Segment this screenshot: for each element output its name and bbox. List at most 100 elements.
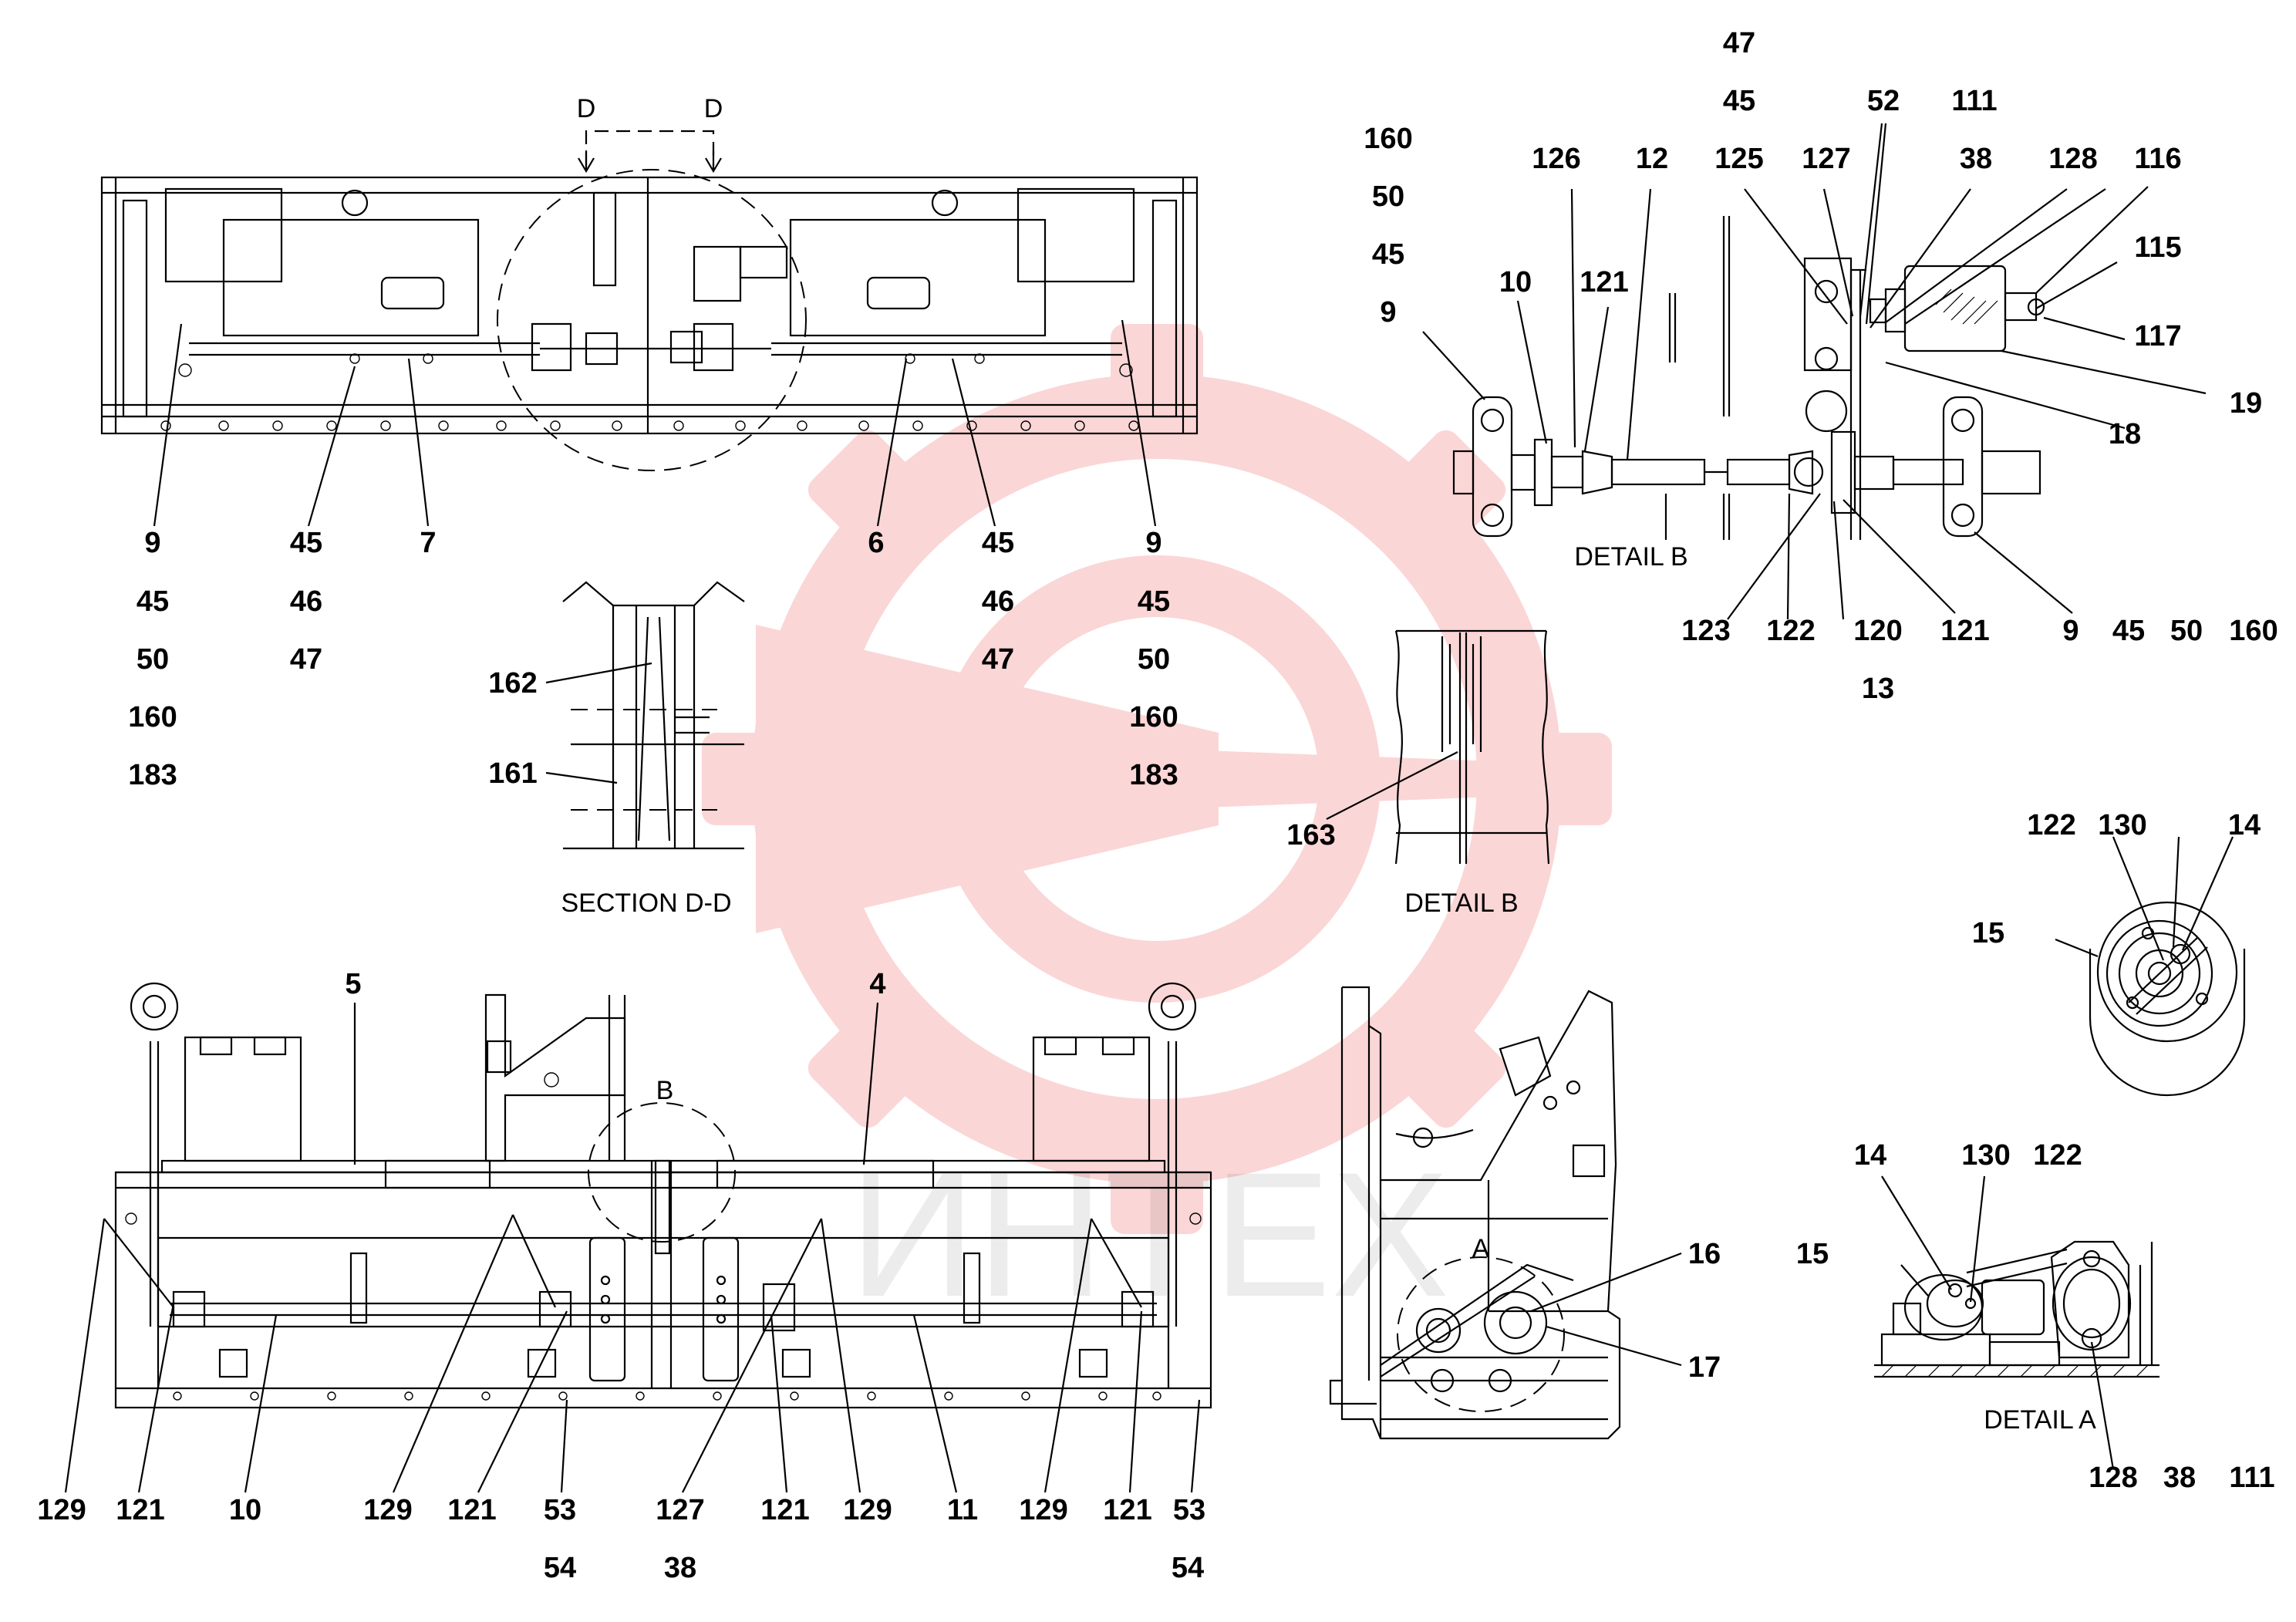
section-mark-d-left: D	[577, 94, 596, 123]
caption-section-dd: SECTION D-D	[561, 889, 732, 918]
svg-text:111: 111	[1951, 85, 1997, 117]
watermark-logo	[702, 324, 1612, 1234]
detail-a: 14 130 122 15 128 38 111 DETAIL A	[1796, 1139, 2275, 1494]
svg-text:52: 52	[1867, 85, 1900, 117]
svg-text:6: 6	[868, 527, 884, 559]
callout-162: 162	[488, 667, 537, 700]
svg-text:9: 9	[1145, 527, 1161, 559]
svg-text:121: 121	[1940, 615, 1989, 647]
svg-text:122: 122	[2033, 1139, 2082, 1172]
svg-text:18: 18	[2109, 418, 2141, 450]
svg-text:7: 7	[420, 527, 436, 559]
detail-b-large-callouts: 160 50 45 9 47 45 126 12 10 121 125 127 …	[1364, 27, 2277, 705]
svg-text:183: 183	[128, 759, 177, 791]
svg-text:121: 121	[760, 1494, 809, 1526]
svg-text:121: 121	[116, 1494, 164, 1526]
detail-b-large: 160 50 45 9 47 45 126 12 10 121 125 127 …	[1364, 27, 2277, 705]
svg-text:116: 116	[2134, 143, 2181, 175]
section-dd-circle	[497, 169, 807, 471]
svg-text:46: 46	[290, 585, 322, 618]
svg-text:5: 5	[345, 968, 361, 1000]
section-mark-d-right: D	[704, 94, 723, 123]
svg-text:50: 50	[1138, 643, 1170, 676]
svg-text:121: 121	[447, 1494, 496, 1526]
callout-163: 163	[1286, 819, 1335, 851]
svg-text:14: 14	[2228, 809, 2261, 841]
svg-text:123: 123	[1681, 615, 1730, 647]
svg-text:50: 50	[2170, 615, 2203, 647]
side-view: A 16 17	[1329, 986, 1721, 1440]
svg-text:125: 125	[1714, 143, 1763, 175]
svg-text:160: 160	[1364, 123, 1412, 155]
svg-text:9: 9	[144, 527, 160, 559]
svg-text:45: 45	[290, 527, 322, 559]
caption-detail-a: DETAIL A	[1984, 1405, 2096, 1435]
svg-text:11: 11	[947, 1494, 978, 1526]
detail-b-small: 163 DETAIL B	[1286, 629, 1550, 918]
svg-text:53: 53	[1173, 1494, 1205, 1526]
caption-detail-b-small: DETAIL B	[1404, 889, 1518, 918]
svg-text:38: 38	[664, 1552, 696, 1584]
svg-text:46: 46	[982, 585, 1014, 618]
caption-detail-b-large: DETAIL B	[1574, 542, 1687, 572]
svg-text:45: 45	[1372, 238, 1404, 271]
detail-b-circle	[588, 1102, 736, 1243]
svg-text:183: 183	[1129, 759, 1178, 791]
svg-text:9: 9	[1380, 296, 1396, 329]
svg-text:45: 45	[2112, 615, 2145, 647]
svg-text:45: 45	[1138, 585, 1170, 618]
callout-17: 17	[1688, 1351, 1721, 1384]
callout-16: 16	[1688, 1238, 1721, 1270]
watermark-text: ИНТЕХ	[849, 1135, 1450, 1334]
callout-161: 161	[488, 757, 537, 790]
detail-a-hatching	[1881, 1364, 2149, 1378]
svg-text:13: 13	[1862, 673, 1894, 705]
svg-text:38: 38	[1960, 143, 1992, 175]
svg-text:54: 54	[544, 1552, 576, 1584]
svg-text:122: 122	[1766, 615, 1815, 647]
detail-a-circle	[1397, 1256, 1565, 1412]
svg-text:160: 160	[128, 701, 177, 733]
detail-b-hatching	[1935, 288, 1998, 325]
svg-text:54: 54	[1172, 1552, 1204, 1584]
svg-text:10: 10	[1499, 266, 1532, 298]
circle-mark-b: B	[656, 1076, 674, 1105]
circle-mark-a: A	[1472, 1234, 1490, 1263]
svg-text:121: 121	[1103, 1494, 1151, 1526]
svg-text:129: 129	[363, 1494, 412, 1526]
svg-text:14: 14	[1854, 1139, 1886, 1172]
section-dd-view: 162 161 SECTION D-D	[488, 581, 745, 918]
top-view: D D 9 45 50 160 183 45 46 47 7 6 45 46 4…	[100, 94, 1199, 791]
svg-text:53: 53	[544, 1494, 576, 1526]
svg-text:15: 15	[1796, 1238, 1829, 1270]
svg-text:127: 127	[1802, 143, 1850, 175]
svg-text:15: 15	[1972, 917, 2004, 949]
svg-text:126: 126	[1532, 143, 1580, 175]
svg-text:128: 128	[2089, 1462, 2137, 1494]
svg-text:4: 4	[869, 968, 885, 1000]
round-view: 122 130 14 15	[1972, 809, 2261, 1097]
top-view-callouts: 9 45 50 160 183 45 46 47 7 6 45 46 47 9 …	[128, 527, 1178, 791]
svg-text:160: 160	[2229, 615, 2277, 647]
svg-text:10: 10	[229, 1494, 261, 1526]
svg-text:45: 45	[137, 585, 169, 618]
svg-text:117: 117	[2134, 320, 2181, 352]
svg-text:129: 129	[843, 1494, 892, 1526]
svg-text:9: 9	[2062, 615, 2079, 647]
svg-text:45: 45	[1723, 85, 1755, 117]
svg-text:47: 47	[1723, 27, 1755, 59]
svg-text:127: 127	[656, 1494, 704, 1526]
front-view-callouts: 5 4 129 121 10 129 121 53 127 121 129 11…	[37, 968, 1205, 1584]
svg-text:47: 47	[982, 643, 1014, 676]
svg-text:50: 50	[137, 643, 169, 676]
svg-text:50: 50	[1372, 180, 1404, 213]
svg-text:12: 12	[1636, 143, 1668, 175]
svg-text:121: 121	[1580, 266, 1628, 298]
front-view-bolts	[125, 1072, 1202, 1401]
svg-text:111: 111	[2229, 1462, 2274, 1494]
svg-text:129: 129	[37, 1494, 86, 1526]
svg-text:128: 128	[2048, 143, 2097, 175]
svg-text:19: 19	[2230, 387, 2262, 420]
svg-text:160: 160	[1129, 701, 1178, 733]
